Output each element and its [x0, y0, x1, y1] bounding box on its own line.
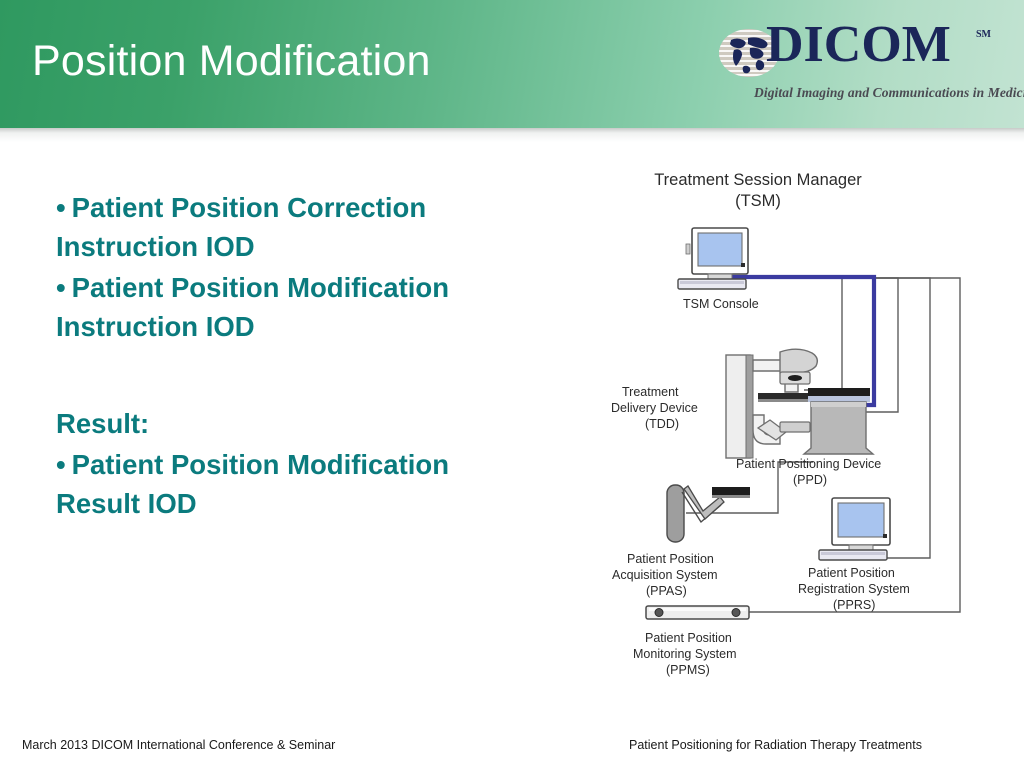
- tdd-label-line1: Treatment: [622, 385, 679, 399]
- dicom-logo: DICOM SM Digital Imaging and Communicati…: [718, 19, 1024, 105]
- ppd-label-line2: (PPD): [793, 473, 827, 487]
- pprs-label-line1: Patient Position: [808, 566, 895, 580]
- list-item: •Patient Position Correction Instruction…: [56, 188, 526, 266]
- result-heading: Result:: [56, 408, 150, 440]
- trademark-mark: SM: [976, 29, 991, 40]
- page-title: Position Modification: [32, 37, 431, 85]
- ppms-node: [645, 605, 750, 620]
- ppms-label-line2: Monitoring System: [633, 647, 737, 661]
- tdd-linac-node: [725, 348, 870, 459]
- ppas-label-line3: (PPAS): [646, 584, 687, 598]
- pprs-node: [818, 497, 891, 561]
- bullet-glyph: •: [56, 192, 66, 223]
- ppas-label-line2: Acquisition System: [612, 568, 718, 582]
- tdd-label-line3: (TDD): [645, 417, 679, 431]
- footer-left-text: March 2013 DICOM International Conferenc…: [22, 738, 336, 752]
- diagram-title-line2: (TSM): [735, 192, 781, 210]
- list-item-label: Patient Position Modification Instructio…: [56, 272, 450, 343]
- ppms-label-line1: Patient Position: [645, 631, 732, 645]
- list-item: •Patient Position Modification Result IO…: [56, 445, 526, 523]
- bullet-glyph: •: [56, 449, 66, 481]
- ppms-label-line3: (PPMS): [666, 663, 710, 677]
- header-shadow: [0, 128, 1024, 142]
- list-item-label: Patient Position Modification Result IOD: [56, 449, 450, 520]
- ppd-node: [802, 401, 875, 455]
- slide-header-banner: [0, 0, 1024, 128]
- list-item: •Patient Position Modification Instructi…: [56, 268, 526, 346]
- tdd-label-line2: Delivery Device: [611, 401, 698, 415]
- ppd-label-line1: Patient Positioning Device: [736, 457, 881, 471]
- list-item-label: Patient Position Correction Instruction …: [56, 192, 427, 263]
- bullet-glyph: •: [56, 272, 66, 304]
- tsm-console-node: [677, 227, 749, 290]
- ppas-node: [666, 484, 750, 543]
- ppas-label-line1: Patient Position: [627, 552, 714, 566]
- bullet-list: •Patient Position Correction Instruction…: [56, 188, 526, 525]
- pprs-label-line2: Registration System: [798, 582, 910, 596]
- logo-tagline: Digital Imaging and Communications in Me…: [754, 85, 1024, 100]
- footer-right-text: Patient Positioning for Radiation Therap…: [629, 738, 922, 752]
- dicom-wordmark: DICOM: [766, 16, 951, 73]
- tsm-architecture-diagram: Treatment Session Manager (TSM) TSM Cons…: [608, 160, 1008, 690]
- spacer: [56, 348, 526, 404]
- pprs-label-line3: (PPRS): [833, 598, 875, 612]
- tsm-console-label: TSM Console: [683, 297, 759, 311]
- diagram-title-line1: Treatment Session Manager: [654, 171, 862, 189]
- globe-icon: [718, 28, 780, 78]
